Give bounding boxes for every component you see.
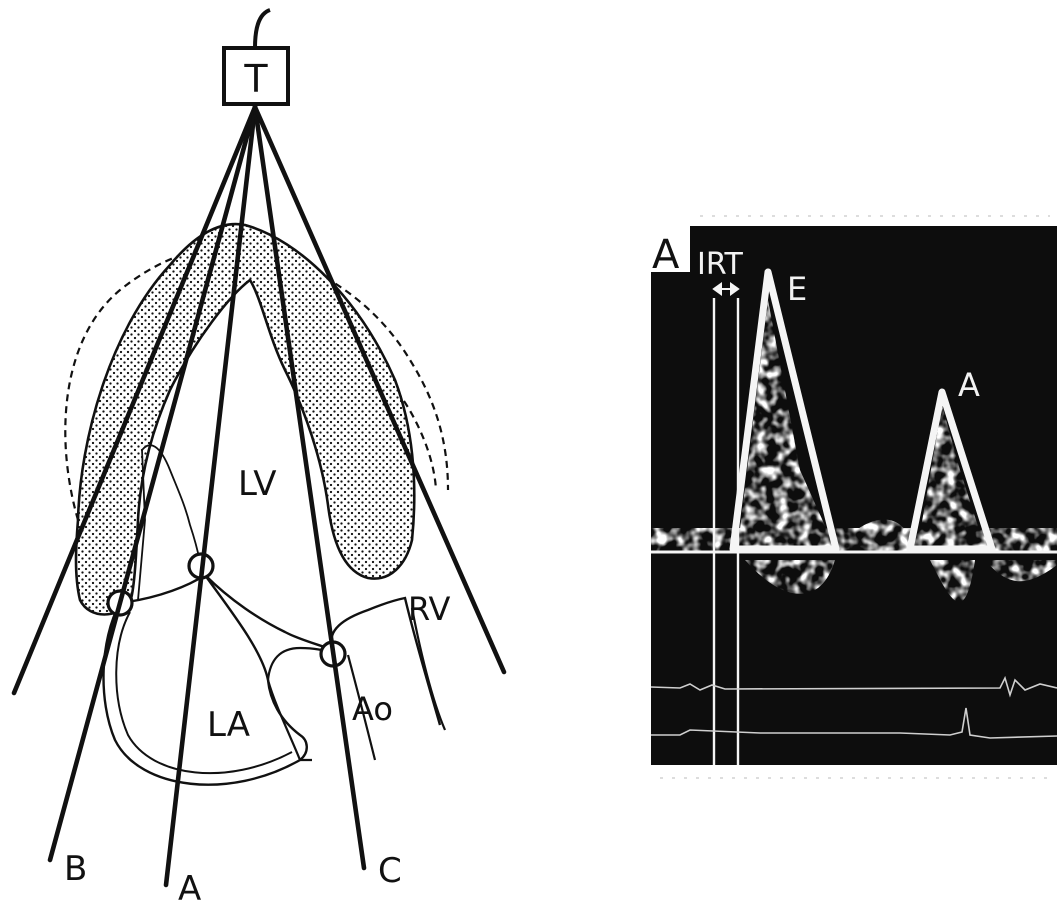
doppler-panel-label: A (652, 232, 680, 278)
beam-line-outer-left (11, 104, 258, 696)
doppler-background (651, 226, 1057, 765)
transducer-label: T (243, 57, 268, 101)
ao-to-la-wall (266, 679, 312, 762)
label-lv: LV (238, 464, 276, 504)
time-ticks (660, 215, 1050, 779)
beam-line-b (47, 104, 258, 863)
e-wave-trace (729, 268, 840, 553)
endocardial-line (141, 444, 201, 563)
left-atrium (102, 573, 308, 786)
beam-label-b: B (64, 849, 87, 889)
beam-line-a (163, 104, 258, 888)
lv-myocardium (74, 222, 416, 616)
a-wave-trace (906, 388, 996, 553)
ecg-trace-lower (651, 707, 1057, 739)
label-rv: RV (408, 590, 450, 628)
transducer-box (222, 46, 290, 106)
beam-line-c (252, 104, 367, 871)
a-wave-label: A (958, 366, 980, 404)
e-wave-label: E (787, 270, 807, 308)
ultrasound-beams (11, 104, 507, 888)
posterior-leaflet (137, 449, 146, 601)
label-la: LA (207, 705, 250, 745)
beam-label-c: C (378, 851, 402, 891)
left-atrium-inner (115, 611, 293, 775)
aortic-root (204, 574, 442, 726)
aortic-root-inner (266, 607, 447, 761)
heart-schematic: T LV RV LA Ao B A C (11, 8, 507, 906)
ecg-trace-upper (650, 675, 1057, 698)
transducer-cable (253, 8, 271, 49)
label-ao: Ao (352, 690, 393, 728)
irt-double-arrow (712, 282, 740, 296)
doppler-panel: A IRT E A (650, 215, 1057, 779)
beam-label-a: A (178, 869, 201, 906)
beam-line-outer-right (252, 104, 507, 675)
irt-label: IRT (697, 247, 744, 282)
